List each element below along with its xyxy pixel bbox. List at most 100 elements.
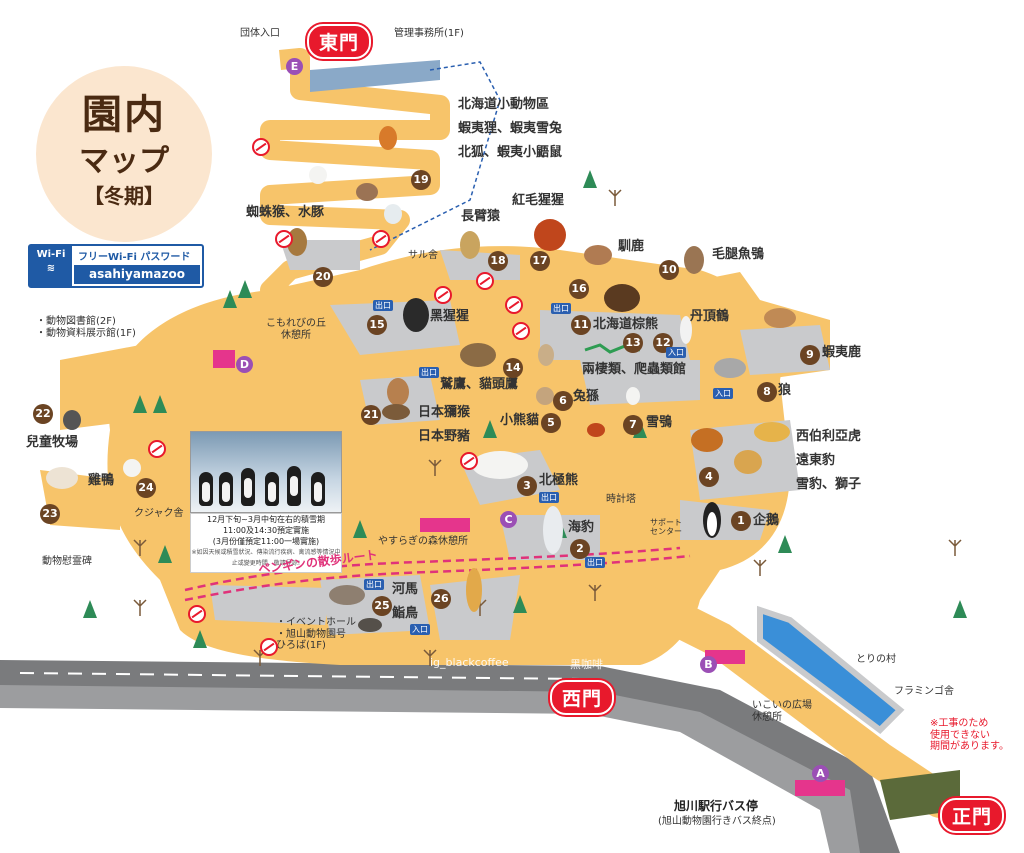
main-gate-label[interactable]: 正門 bbox=[940, 798, 1005, 833]
wifi-signal-glyph: ≋ bbox=[46, 263, 56, 274]
zone-a[interactable]: A bbox=[812, 765, 829, 782]
snowy-owl-figure bbox=[626, 387, 640, 405]
polar-bear-figure bbox=[472, 451, 528, 479]
group-entrance-label: 団体入口 bbox=[240, 28, 280, 39]
no-entry-icon bbox=[188, 605, 206, 623]
kids-farm-label: 兒童牧場 bbox=[26, 435, 79, 450]
memorial-stone-figure bbox=[63, 410, 81, 430]
east-gate-building bbox=[310, 60, 440, 92]
marker-19[interactable]: 19 bbox=[411, 170, 431, 190]
marker-25[interactable]: 25 bbox=[372, 596, 392, 616]
penguin-pad bbox=[680, 500, 770, 540]
boar-figure bbox=[382, 404, 410, 420]
chicken-label: 雞鴨 bbox=[88, 473, 115, 488]
event-hall-label: ・イベントホール ・旭山動物園号 ひろば(1F) bbox=[276, 617, 356, 651]
label-red-panda: 小熊貓 bbox=[500, 413, 540, 428]
marker-11[interactable]: 11 bbox=[571, 315, 591, 335]
marker-14[interactable]: 14 bbox=[503, 358, 523, 378]
marker-9[interactable]: 9 bbox=[800, 345, 820, 365]
admin-office-label: 管理事務所(1F) bbox=[394, 28, 464, 39]
marker-23[interactable]: 23 bbox=[40, 504, 60, 524]
penguin-photo-figure bbox=[241, 468, 255, 506]
zone-e[interactable]: E bbox=[286, 58, 303, 75]
map-season: 【冬期】 bbox=[84, 184, 164, 208]
marker-1[interactable]: 1 bbox=[731, 511, 751, 531]
caption-note: ※如因天候或積雪狀況、傳染流行疾病、禽流感等情況中止或變更時間、敬請見諒! bbox=[191, 549, 341, 567]
giraffe-figure bbox=[466, 568, 482, 612]
seabird-figure bbox=[358, 618, 382, 632]
marker-2[interactable]: 2 bbox=[570, 539, 590, 559]
library-label: ・動物図書館(2F) ・動物資料展示館(1F) bbox=[36, 316, 136, 339]
no-entry-icon bbox=[476, 272, 494, 290]
map-title: 園内 bbox=[82, 92, 166, 138]
zone-c[interactable]: C bbox=[500, 511, 517, 528]
label-hokkaido-small: 北海道小動物區 bbox=[458, 97, 550, 112]
shuttle-route bbox=[369, 61, 501, 251]
marker-4[interactable]: 4 bbox=[699, 467, 719, 487]
caption-line-2: 11:00及14:30預定實施 bbox=[222, 526, 310, 535]
marker-10[interactable]: 10 bbox=[659, 260, 679, 280]
watermark-ig: ig_blackcoffee bbox=[430, 656, 509, 669]
ezo-deer-figure bbox=[764, 308, 796, 328]
red-panda-figure bbox=[587, 423, 605, 437]
wifi-badge-label: Wi-Fi bbox=[36, 249, 66, 260]
marker-3[interactable]: 3 bbox=[517, 476, 537, 496]
chicken-figure bbox=[123, 459, 141, 477]
exit-tag: 出口 bbox=[419, 367, 439, 378]
exit-tag: 出口 bbox=[373, 300, 393, 311]
saru-label: サル舎 bbox=[408, 250, 438, 261]
no-entry-icon bbox=[252, 138, 270, 156]
main-gate-path bbox=[622, 582, 958, 818]
marker-16[interactable]: 16 bbox=[569, 279, 589, 299]
toilet-block-a bbox=[795, 780, 845, 796]
tori-village-label: とりの村 bbox=[856, 654, 896, 665]
rest-area-block bbox=[420, 518, 470, 532]
marker-24[interactable]: 24 bbox=[136, 478, 156, 498]
fox-figure bbox=[379, 126, 397, 150]
bus-stop-sub-label: (旭山動物園行きバス終点) bbox=[658, 816, 776, 827]
komorebi-label: こもれびの丘 休憩所 bbox=[266, 318, 326, 341]
marker-8[interactable]: 8 bbox=[757, 382, 777, 402]
no-entry-icon bbox=[434, 286, 452, 304]
label-lynx: 兔猻 bbox=[573, 389, 600, 404]
marker-15[interactable]: 15 bbox=[367, 315, 387, 335]
marker-6[interactable]: 6 bbox=[553, 391, 573, 411]
marker-7[interactable]: 7 bbox=[623, 415, 643, 435]
ikoi-label: いこいの広場 休憩所 bbox=[752, 700, 812, 723]
marker-13[interactable]: 13 bbox=[623, 333, 643, 353]
zone-d[interactable]: D bbox=[236, 356, 253, 373]
marker-22[interactable]: 22 bbox=[33, 404, 53, 424]
exit-tag: 出口 bbox=[364, 579, 384, 590]
event-hall-pad bbox=[210, 585, 330, 625]
label-snow-monkey: 日本獼猴 bbox=[418, 405, 471, 420]
penguin-walk-route-top bbox=[184, 546, 681, 592]
label-reptile: 兩棲類、爬蟲類館 bbox=[582, 362, 687, 377]
label-crane: 丹頂鶴 bbox=[690, 309, 730, 324]
exit-tag: 出口 bbox=[551, 303, 571, 314]
kujyaku-label: クジャク舎 bbox=[134, 508, 184, 519]
road-center-line bbox=[19, 672, 581, 680]
clock-tower-label: 時計塔 bbox=[606, 494, 636, 505]
label-ezo-tanuki: 蝦夷狸、蝦夷雪兔 bbox=[458, 121, 563, 136]
label-wolf: 狼 bbox=[778, 383, 792, 398]
marker-17[interactable]: 17 bbox=[530, 251, 550, 271]
marker-21[interactable]: 21 bbox=[361, 405, 381, 425]
marker-26[interactable]: 26 bbox=[431, 589, 451, 609]
penguin-photo-figure bbox=[219, 472, 233, 506]
owl-small-figure bbox=[538, 344, 554, 366]
label-gibbon: 長臂猿 bbox=[461, 209, 501, 224]
no-entry-icon bbox=[260, 638, 278, 656]
wifi-label: フリーWi-Fi パスワード bbox=[78, 252, 191, 263]
bare-tree-group bbox=[133, 189, 962, 666]
marker-5[interactable]: 5 bbox=[541, 413, 561, 433]
west-gate-label[interactable]: 西門 bbox=[550, 680, 615, 715]
penguin-walk-route-bottom bbox=[184, 554, 691, 602]
zone-b[interactable]: B bbox=[700, 656, 717, 673]
marker-20[interactable]: 20 bbox=[313, 267, 333, 287]
construction-notice: ※工事のため 使用できない 期間があります。 bbox=[930, 718, 1009, 752]
orangutan-figure bbox=[534, 219, 566, 251]
marker-18[interactable]: 18 bbox=[488, 251, 508, 271]
lion-figure bbox=[734, 450, 762, 474]
east-gate-label[interactable]: 東門 bbox=[307, 24, 372, 59]
no-entry-icon bbox=[148, 440, 166, 458]
